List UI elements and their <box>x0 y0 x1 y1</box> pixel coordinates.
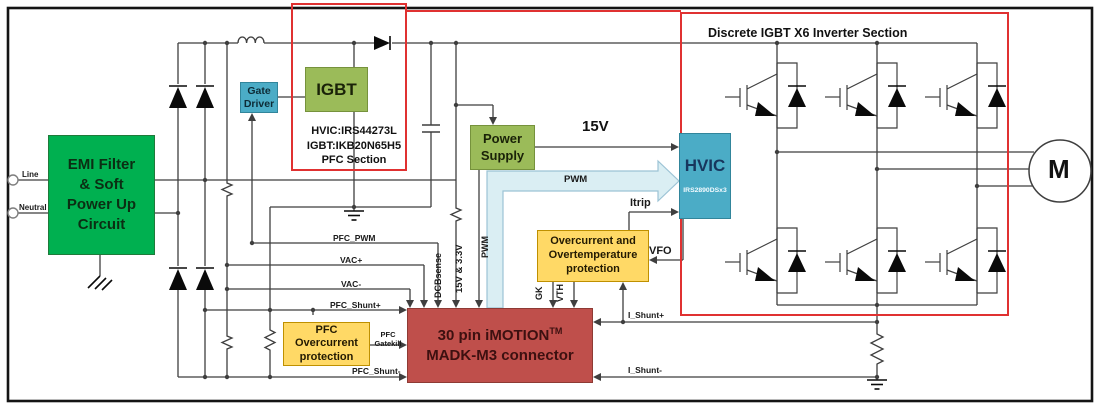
pfc-section-title: PFC Section <box>321 154 387 166</box>
flow-arrows <box>248 113 679 381</box>
line-label: Line <box>22 170 39 179</box>
pwm-arrow-band <box>486 159 680 309</box>
pfc-overcurrent-block: PFC Overcurrent protection <box>283 322 370 366</box>
itrip-label: Itrip <box>630 197 651 209</box>
connector-line2: MADK-M3 connector <box>426 347 574 364</box>
pfc-shunt-resistor <box>263 327 277 353</box>
gk-label: GK <box>534 286 544 301</box>
dcbsense-resistor <box>449 205 463 224</box>
madk-connector-block: 30 pin iMOTIONTM MADK-M3 connector <box>407 308 593 383</box>
emi-ground <box>87 275 113 291</box>
motor-label: M <box>1048 154 1070 184</box>
pfc-hvic-part: HVIC:IRS44273L <box>311 125 397 137</box>
diagram-frame <box>6 6 1094 403</box>
pfc-pwm-label: PFC_PWM <box>333 233 376 243</box>
gate-driver-block: Gate Driver <box>240 82 278 113</box>
vac-plus-label: VAC+ <box>340 255 363 265</box>
i-shunt-plus-label: I_Shunt+ <box>628 310 665 320</box>
vac-minus-divider-resistor <box>220 333 234 352</box>
power-supply-block: Power Supply <box>470 125 535 170</box>
bridge-rectifier <box>168 85 215 291</box>
pfc-shunt-minus-label: PFC_Shunt- <box>352 366 401 376</box>
pwm-horizontal-label: PWM <box>564 174 588 185</box>
boost-diode <box>374 36 391 50</box>
v15-33-label: 15V & 3.3V <box>454 244 465 293</box>
junction-dots <box>175 40 980 380</box>
pfc-section-outline <box>291 3 407 171</box>
pfc-igbt-block: IGBT <box>305 67 368 112</box>
pfc-gatekill-label: PFC Gatekill <box>374 330 402 348</box>
emi-filter-block: EMI Filter & Soft Power Up Circuit <box>48 135 155 255</box>
input-terminals <box>7 174 19 219</box>
connector-line1: 30 pin iMOTIONTM <box>437 325 563 344</box>
motor-symbol <box>1028 139 1092 203</box>
inverter-shunt-resistor <box>869 330 885 368</box>
inverter-section-title: Discrete IGBT X6 Inverter Section <box>708 26 908 40</box>
vac-plus-divider-resistor <box>220 180 234 199</box>
vfo-label: VFO <box>649 245 672 257</box>
boost-inductor <box>237 36 265 44</box>
rail-15v-label: 15V <box>582 118 609 135</box>
neutral-terminal <box>7 207 19 219</box>
overcurrent-overtemp-block: Overcurrent and Overtemperature protecti… <box>537 230 649 282</box>
hvic-block: HVIC IRS2890DSx3 <box>679 133 731 219</box>
vac-minus-label: VAC- <box>341 279 362 289</box>
shunt-ground <box>866 379 888 390</box>
pwm-vertical-label: PWM <box>480 236 490 258</box>
dcbsense-label: DCBsense <box>433 252 443 298</box>
pfc-shunt-plus-label: PFC_Shunt+ <box>330 300 381 310</box>
hvic-label: HVIC <box>684 156 726 175</box>
wires <box>18 36 1034 380</box>
vth-label: VTH <box>555 284 565 302</box>
hvic-part-number: IRS2890DSx3 <box>683 187 727 194</box>
inverter-igbt-cells <box>724 62 1007 294</box>
tm-superscript: TM <box>549 325 563 336</box>
dcbus-ground <box>343 210 365 221</box>
pfc-igbt-part: IGBT:IKB20N65H5 <box>306 139 402 152</box>
i-shunt-minus-label: I_Shunt- <box>628 365 662 375</box>
pfc-parts-label: HVIC:IRS44273L IGBT:IKB20N65H5 PFC Secti… <box>296 124 412 168</box>
neutral-label: Neutral <box>19 203 47 212</box>
line-terminal <box>7 174 19 186</box>
